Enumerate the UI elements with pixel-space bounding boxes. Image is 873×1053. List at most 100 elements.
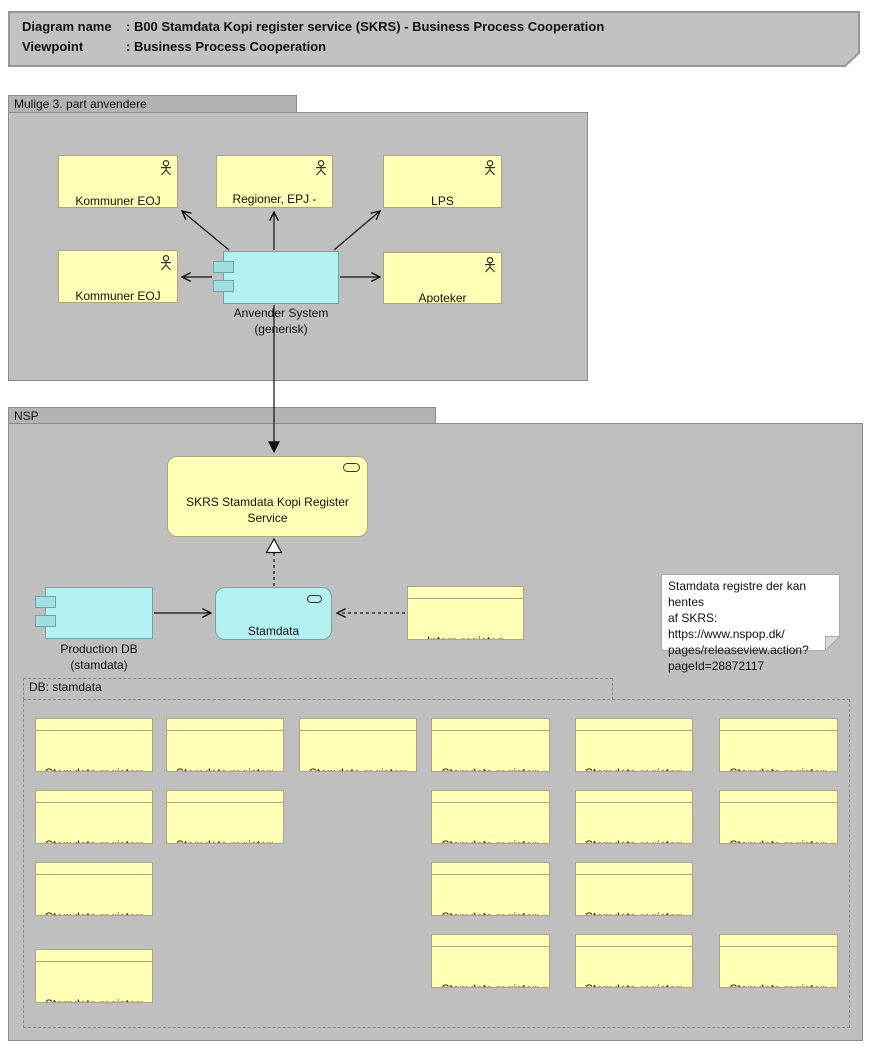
register-label: Stamdata register: Bemyndigelse (BEM) [36, 823, 152, 843]
register-box-begraenset-ordinationsret[interactable]: Stamdata register: Begrænset Ordinations… [299, 718, 417, 772]
register-box-doseringsforslag[interactable]: Stamdata register: Doseringsforslag og -… [431, 718, 550, 772]
service-icon [343, 463, 360, 472]
object-band-icon [576, 730, 692, 731]
component-production-db[interactable]: Production DB (stamdata) [35, 587, 153, 672]
object-band-icon [36, 730, 152, 731]
register-label: Stamdata register: Tilskudsblanket [432, 823, 549, 843]
business-actor-icon [485, 257, 495, 273]
register-label: Stamdata register: Yderregister [576, 895, 692, 915]
object-band-icon [432, 730, 549, 731]
group-body-db-stamdata [23, 699, 850, 1028]
register-box-tilskudsblanket[interactable]: Stamdata register: Tilskudsblanket [431, 790, 550, 844]
object-band-icon [167, 802, 283, 803]
actor-label: Regioner, EPJ - Elektronisk Patient Jour… [232, 192, 317, 206]
register-box-sikrede[interactable]: Stamdata register: Sikrede (Sygesikrings… [35, 949, 153, 1003]
title-label: Diagram name [22, 19, 112, 34]
register-label: Stamdata register: SEB Sundhedsv. Elek. … [576, 751, 692, 771]
object-band-icon [432, 946, 549, 947]
register-box-staerkevitaminer[interactable]: Stamdata register: StærkeVitaminer [431, 862, 550, 916]
object-band-icon [432, 802, 549, 803]
register-box-sor-fmk[interactable]: Stamdata register: SOR-FMK [575, 934, 693, 988]
register-box-sor2[interactable]: Stamdata register: Sundhedsvæsenets Org … [719, 718, 838, 772]
business-actor-icon [161, 160, 171, 176]
register-box-sks-registeret[interactable]: Stamdata register: SKS-registeret [166, 790, 284, 844]
register-label: Stamdata register: Autorisationsregistre… [720, 823, 837, 843]
object-band-icon [36, 961, 152, 962]
group-tab-nsp[interactable]: NSP [8, 407, 436, 424]
register-label: Stamdata register: StærkeVitaminer [432, 895, 549, 915]
actor-regioner-epj[interactable]: Regioner, EPJ - Elektronisk Patient Jour… [216, 155, 333, 208]
register-box-seb-brugerstyring[interactable]: Stamdata register: SEB Sundhedsv. Elek. … [575, 718, 693, 772]
diagram-title-box[interactable]: Diagram name : B00 Stamdata Kopi register… [8, 11, 861, 68]
register-box-yderregister[interactable]: Stamdata register: Yderregister [575, 862, 693, 916]
actor-label: Apoteker [418, 291, 467, 304]
register-box-cpr[interactable]: Stamdata register: CPR [719, 934, 838, 988]
business-actor-icon [316, 160, 326, 176]
note-shape [661, 574, 840, 651]
title-row-viewpoint: Viewpoint : Business Process Cooperation [22, 39, 326, 54]
note[interactable]: Stamdata registre der kan hentes af SKRS… [661, 574, 840, 673]
component-label: Production DB (stamdata) [60, 642, 138, 672]
object-band-icon [36, 802, 152, 803]
component-icon [35, 615, 56, 627]
service-icon [307, 595, 322, 603]
register-label: Stamdata register: Vaccinationer (DDV) [36, 751, 152, 771]
object-band-icon [432, 874, 549, 875]
register-box-tilknyttede-behandlinger[interactable]: Stamdata register: Tilknyttede behandlin… [35, 862, 153, 916]
register-label: Stamdata register: Tilknyttede behandlin… [36, 895, 152, 915]
register-box-bemyndigelse[interactable]: Stamdata register: Bemyndigelse (BEM) [35, 790, 153, 844]
actor-label: Kommuner EOJ indirekte [75, 194, 161, 208]
group-tab-mulige-3-part-anvendere[interactable]: Mulige 3. part anvendere [8, 95, 297, 113]
register-box-medicinpriser[interactable]: Stamdata register: Medicinpriser (takste… [431, 934, 550, 988]
object-band-icon [576, 946, 692, 947]
register-label: Stamdata register: SOR-FMK [576, 967, 692, 987]
note-fold-icon [825, 636, 840, 651]
object-band-icon [576, 874, 692, 875]
register-label: Stamdata register: Begrænset Ordinations… [300, 751, 416, 771]
title-value: : Business Process Cooperation [126, 39, 327, 54]
component-label: Anvender System (generisk) [233, 306, 329, 336]
register-label: Stamdata register: CPR [720, 967, 837, 987]
title-box-shape [8, 11, 860, 67]
object-band-icon [408, 598, 523, 599]
title-label: Viewpoint [22, 39, 84, 54]
actor-apoteker[interactable]: Apoteker [383, 252, 502, 304]
actor-label: Kommuner EOJ direkte [75, 289, 161, 303]
component-icon [213, 261, 234, 273]
component-anvender-system[interactable]: Anvender System (generisk) [213, 251, 339, 336]
component-icon [35, 596, 56, 608]
object-band-icon [576, 802, 692, 803]
register-label: Stamdata register: Sikrede (Sygesikrings… [36, 982, 152, 1002]
object-intern-register-skrs-whitelist[interactable]: Intern register: SKRS whitelist [407, 586, 524, 640]
component-icon [213, 280, 234, 292]
object-band-icon [300, 730, 416, 731]
actor-kommuner-eoj-indirekte[interactable]: Kommuner EOJ indirekte [58, 155, 178, 208]
register-label: Stamdata register: Magistrelle Lægemidle… [576, 823, 692, 843]
register-box-vaccinationer[interactable]: Stamdata register: Vaccinationer (DDV) [35, 718, 153, 772]
title-value: : B00 Stamdata Kopi register service (SK… [126, 19, 605, 34]
object-label: Intern register: SKRS whitelist [408, 619, 523, 639]
group-tab-db-stamdata[interactable]: DB: stamdata [23, 678, 613, 700]
object-band-icon [167, 730, 283, 731]
title-row-diagram-name: Diagram name : B00 Stamdata Kopi register… [22, 19, 604, 34]
register-label: Stamdata register: Medicinpriser (takste… [432, 967, 549, 987]
actor-label: LPS Lægepraksis [431, 194, 454, 208]
register-box-magistrelle-laegemidler[interactable]: Stamdata register: Magistrelle Lægemidle… [575, 790, 693, 844]
register-label: Stamdata register: Doseringsforslag og -… [432, 751, 549, 771]
service-skrs-stamdata-kopi-register[interactable]: SKRS Stamdata Kopi Register Service [167, 456, 368, 537]
business-actor-icon [485, 160, 495, 176]
object-band-icon [720, 730, 837, 731]
business-actor-icon [161, 255, 171, 271]
object-band-icon [720, 946, 837, 947]
register-label: Stamdata register: Sundhedsvæsenets Org … [720, 751, 837, 771]
register-label: Stamdata register: Apotekere [167, 751, 283, 771]
note-text: Stamdata registre der kan hentes af SKRS… [668, 579, 809, 673]
actor-lps-laegepraksis[interactable]: LPS Lægepraksis [383, 155, 502, 208]
object-band-icon [720, 802, 837, 803]
register-box-autorisationsregistret[interactable]: Stamdata register: Autorisationsregistre… [719, 790, 838, 844]
actor-kommuner-eoj-direkte[interactable]: Kommuner EOJ direkte [58, 250, 178, 303]
register-box-apotekere[interactable]: Stamdata register: Apotekere [166, 718, 284, 772]
